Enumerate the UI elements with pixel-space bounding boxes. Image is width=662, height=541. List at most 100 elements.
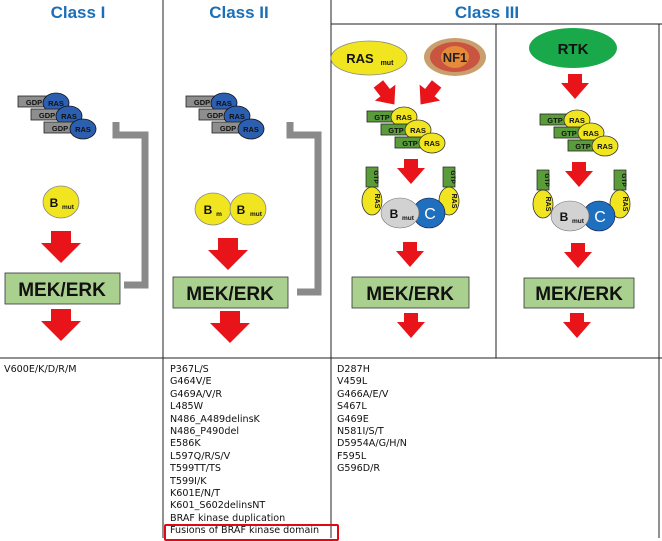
ras-label: RAS: [424, 139, 440, 148]
gtp-label: GTP: [547, 116, 562, 125]
class-2-mutation-list: P367L/S G464V/E G469A/V/R L485W N486_A48…: [164, 364, 339, 541]
ras-label: RAS: [216, 99, 232, 108]
mutation-item: BRAF kinase duplication: [170, 512, 286, 524]
mutation-item: L485W: [170, 401, 204, 413]
mutation-item: T599TT/TS: [170, 463, 221, 475]
ras-label: RAS: [48, 99, 64, 108]
ras-label: RAS: [396, 113, 412, 122]
inhibition-bracket: [286, 122, 322, 296]
mutation-item: S467L: [337, 401, 367, 413]
arrow-down: [41, 231, 81, 263]
ras-label: RAS: [583, 129, 599, 138]
gdp-label: GDP: [52, 124, 68, 133]
mutation-item: V600E/K/D/R/M: [4, 364, 77, 375]
highlight-box: [164, 524, 339, 541]
gtp-label: GTP: [388, 126, 403, 135]
inhibition-bracket: [112, 122, 149, 289]
mutation-item: D287H: [337, 364, 370, 375]
mek-erk-label: MEK/ERK: [18, 280, 106, 301]
header-class-1: Class I: [51, 3, 106, 22]
mek-erk-box: MEK/ERK: [351, 276, 470, 309]
arrow-down: [397, 313, 425, 338]
ras-label: RAS: [621, 197, 628, 212]
class-3-rtk-panel: RTK GTP RAS GTP RAS GTP RAS GTP RAS GTP: [523, 28, 635, 338]
arrow-down: [565, 162, 593, 187]
ras-label: RAS: [243, 125, 259, 134]
braf-b-label: B: [560, 210, 569, 224]
arrow-down: [41, 309, 81, 341]
mutation-item: F595L: [337, 450, 367, 462]
ras-mut-label: RAS: [346, 51, 374, 66]
arrow-down: [397, 159, 425, 184]
arrow-down: [563, 313, 591, 338]
header-class-3: Class III: [455, 3, 519, 22]
ras-mut-oval: RAS mut: [330, 40, 408, 76]
ras-label: RAS: [544, 197, 551, 212]
mek-erk-box: MEK/ERK: [523, 277, 635, 309]
gtp-label: GTP: [620, 173, 627, 187]
mutation-item: E586K: [170, 438, 201, 450]
rtk-label: RTK: [558, 41, 589, 58]
mek-erk-label: MEK/ERK: [186, 284, 274, 305]
header-class-2: Class II: [209, 3, 269, 22]
gtp-label: GTP: [402, 139, 417, 148]
gtp-label: GTP: [374, 113, 389, 122]
gdp-label: GDP: [26, 98, 42, 107]
mutation-item: N581I/S/T: [337, 426, 384, 438]
ras-gdp-stack: GDP RAS GDP RAS GDP RAS: [185, 92, 265, 140]
braf-mut-label: mut: [62, 204, 75, 211]
mutation-item: G466A/E/V: [337, 388, 389, 400]
braf-m-label: m: [216, 211, 222, 218]
ras-gtp-stack: GTP RAS GTP RAS GTP RAS: [366, 106, 446, 154]
gtp-label: GTP: [449, 170, 456, 184]
braf-b-label: B: [237, 203, 246, 217]
craf-label: C: [594, 209, 606, 226]
mutation-item: G469A/V/R: [170, 388, 223, 400]
mek-erk-box: MEK/ERK: [172, 276, 289, 309]
class-1-panel: GDP RAS GDP RAS GDP RAS B mut MEK/ERK: [4, 92, 149, 341]
class-3-ras-nf1-panel: RAS mut NF1 GTP RAS GTP RAS: [330, 38, 486, 338]
mek-erk-box: MEK/ERK: [4, 272, 121, 305]
arrow-down: [396, 242, 424, 267]
arrow-down: [210, 311, 250, 343]
braf-mut-label: mut: [250, 211, 263, 218]
class-3-mutation-list: D287H V459L G466A/E/V S467L G469E N581I/…: [337, 364, 407, 476]
braf-mutant-dimer: B m B mut: [194, 192, 267, 226]
nf1-label: NF1: [443, 50, 468, 65]
mutation-item: N486_A489delinsK: [170, 413, 260, 425]
ras-gtp-stack: GTP RAS GTP RAS GTP RAS: [539, 109, 619, 157]
gdp-label: GDP: [39, 111, 55, 120]
braf-mut-label: mut: [572, 218, 585, 225]
mutation-item: V459L: [337, 376, 368, 388]
mutation-item: N486_P490del: [170, 426, 240, 438]
ras-label: RAS: [373, 194, 380, 209]
ras-label: RAS: [229, 112, 245, 121]
diagonal-arrow: [373, 80, 396, 105]
mutation-item: L597Q/R/S/V: [170, 450, 231, 462]
gtp-label: GTP: [575, 142, 590, 151]
mutation-item: T599I/K: [170, 475, 207, 487]
gtp-label: GTP: [561, 129, 576, 138]
braf-craf-complex: GTP RAS GTP RAS C B mut: [532, 169, 631, 232]
highlighted-mutation-item: Fusions of BRAF kinase domain: [164, 524, 339, 541]
braf-mutant-monomer: B mut: [42, 185, 80, 219]
braf-b-label: B: [390, 207, 399, 221]
gtp-label: GTP: [372, 170, 379, 184]
ras-gdp-stack: GDP RAS GDP RAS GDP RAS: [17, 92, 97, 140]
gdp-label: GDP: [220, 124, 236, 133]
mutation-item: G469E: [337, 413, 369, 425]
fusion-label: Fusions of BRAF kinase domain: [170, 525, 320, 537]
diagonal-arrow: [419, 80, 442, 105]
class-1-mutation-list: V600E/K/D/R/M: [4, 364, 77, 376]
mek-erk-label: MEK/ERK: [535, 284, 623, 305]
gtp-label: GTP: [543, 173, 550, 187]
mutation-item: G464V/E: [170, 376, 212, 388]
arrow-down: [564, 243, 592, 268]
mutation-item: D5954A/G/H/N: [337, 438, 407, 450]
mek-erk-label: MEK/ERK: [366, 284, 454, 305]
braf-b-label: B: [204, 203, 213, 217]
ras-mut-sub-label: mut: [381, 60, 395, 67]
ras-label: RAS: [569, 116, 585, 125]
